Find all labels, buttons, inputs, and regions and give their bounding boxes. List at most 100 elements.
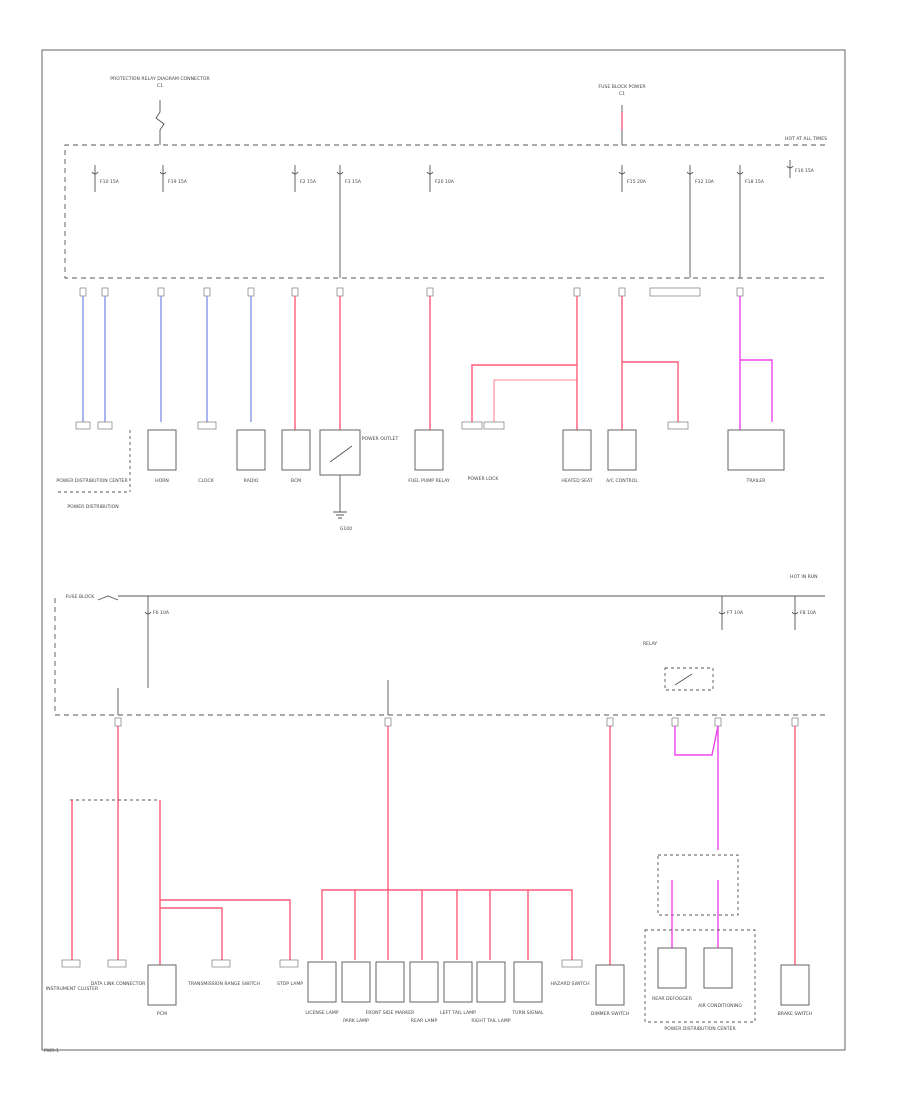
load-label: TURN SIGNAL [511,1010,544,1016]
fuse: F32 10A [686,165,715,278]
load-label: HAZARD SWITCH [550,981,589,987]
load-label: TRAILER [746,478,767,484]
relay-switch [329,445,353,463]
bottom-fuse-block-outline [54,596,825,716]
fuse: F8 10A [791,596,817,630]
wire-pink-branch [622,361,679,422]
top-source-1-label: PROTECTION RELAY DIAGRAM CONNECTOR [110,76,210,82]
load-label: BRAKE SWITCH [778,1011,813,1017]
load-label: RIGHT TAIL LAMP [471,1018,511,1024]
bottom-section: FUSE BLOCK HOT IN RUN F6 10A F7 10A F8 1… [46,574,825,1032]
top-section: PROTECTION RELAY DIAGRAM CONNECTOR C1 FU… [56,76,827,532]
load-label: LICENSE LAMP [305,1010,339,1016]
wire-magenta [674,725,719,756]
load-label: CLOCK [198,478,214,484]
top-source-2-connector: C1 [619,91,625,97]
fuse-label: F7 10A [727,610,744,616]
relay-box [664,667,714,691]
fuse: F18 15A [736,165,765,278]
component-box [562,429,592,471]
fuse-label: F10 15A [100,179,120,185]
top-source-1-connector: C1 [157,83,163,89]
bottom-bus-label: HOT IN RUN [790,574,818,580]
load-label: HORN [155,478,169,484]
fuse-label: F20 10A [435,179,455,185]
wire-pink-branch [471,364,577,422]
wire-pink-branch [160,907,223,960]
fuse-label: F18 15A [745,179,765,185]
top-source-1-wire [155,100,165,145]
load-label: DIMMER SWITCH [591,1011,629,1017]
load-label: AIR CONDITIONING [698,1003,742,1009]
load-label: A/C CONTROL [606,478,638,484]
component-box [443,961,473,1003]
load-label: PARK LAMP [343,1018,369,1024]
bottom-source-label: FUSE BLOCK [66,594,96,600]
component-box [657,947,687,989]
wire-pink-branch [160,899,291,960]
diagram-frame [41,49,846,1051]
top-source-2-label: FUSE BLOCK POWER [598,84,646,90]
load-label: REAR DEFOGGER [652,996,693,1002]
load-label: POWER LOCK [468,476,500,482]
fuse: F2 15A [291,165,317,192]
load-label: BCM [291,478,301,484]
fuse: F7 10A [718,596,744,630]
component-box [147,964,177,1006]
load-label: STOP LAMP [277,981,303,987]
fuse-label: F32 10A [695,179,715,185]
top-fuse-block-outline [64,144,825,279]
load-label: INSTRUMENT CLUSTER [46,986,99,992]
fuse-label: F2 15A [300,179,317,185]
fuse: F16 15A [786,160,815,178]
wire-magenta-branch [740,359,773,422]
load-label: FUEL PUMP RELAY [408,478,450,484]
load-label: POWER OUTLET [362,436,399,442]
load-label: HEATED SEAT [561,478,592,484]
relay-label: RELAY [643,641,658,647]
ground-label: G100 [340,526,352,532]
load-label: PCM [157,1011,167,1017]
component-box [236,429,266,471]
relay-box [319,429,361,476]
fuse-label: F19 15A [168,179,188,185]
page-id: PWR-1 [44,1048,59,1054]
fuse-label: F3 15A [345,179,362,185]
component-box [780,964,810,1006]
component-box [727,429,785,471]
component-box [341,961,371,1003]
component-box [476,961,506,1003]
wire-pink-bus [321,889,573,960]
fuse-label: F15 20A [627,179,647,185]
load-label: LEFT TAIL LAMP [440,1010,476,1016]
component-box [281,429,311,471]
component-box [147,429,177,471]
fuse: F6 10A [144,596,170,688]
fuse: F10 15A [91,165,120,192]
fuse: F3 15A [336,165,362,278]
fuse-label: F8 10A [800,610,817,616]
fuse: F19 15A [159,165,188,192]
load-label: FRONT SIDE MARKER [366,1010,416,1016]
top-bus-label: HOT AT ALL TIMES [785,136,827,142]
component-box [414,429,444,471]
component-box [513,961,543,1003]
load-label: TRANSMISSION RANGE SWITCH [187,981,260,987]
component-box [409,961,439,1003]
component-box [375,961,405,1003]
component-box [607,429,637,471]
component-box [595,964,625,1006]
load-label: RADIO [244,478,259,484]
component-box [703,947,733,989]
fuse-label: F16 15A [795,168,815,174]
power-distribution-label: POWER DISTRIBUTION CENTER [664,1026,736,1032]
load-label: POWER DISTRIBUTION CENTER [56,478,128,484]
fuse: F20 10A [426,165,455,192]
fuse: F15 20A [618,165,647,192]
power-distribution-label: POWER DISTRIBUTION [67,504,118,510]
connector-row [79,287,744,297]
load-label: REAR LAMP [411,1018,438,1024]
fuse-label: F6 10A [153,610,170,616]
component-box [307,961,337,1003]
